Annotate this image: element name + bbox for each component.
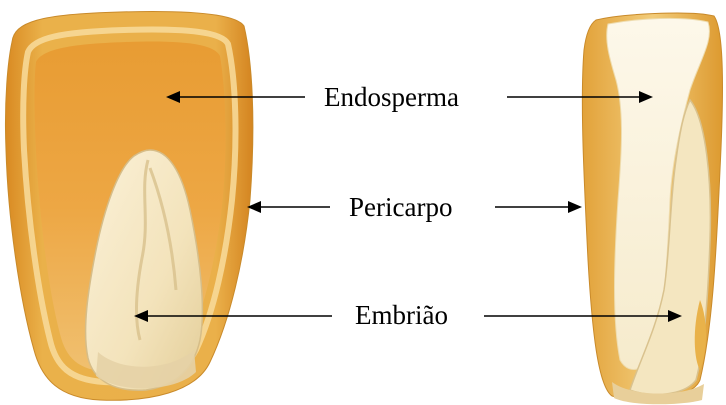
arrowhead-pericarp-right <box>568 201 582 213</box>
label-pericarp: Pericarpo <box>349 194 452 221</box>
right-kernel <box>582 13 722 404</box>
left-kernel <box>5 12 252 401</box>
label-embryo: Embrião <box>355 302 448 329</box>
label-endosperm: Endosperma <box>324 84 459 111</box>
